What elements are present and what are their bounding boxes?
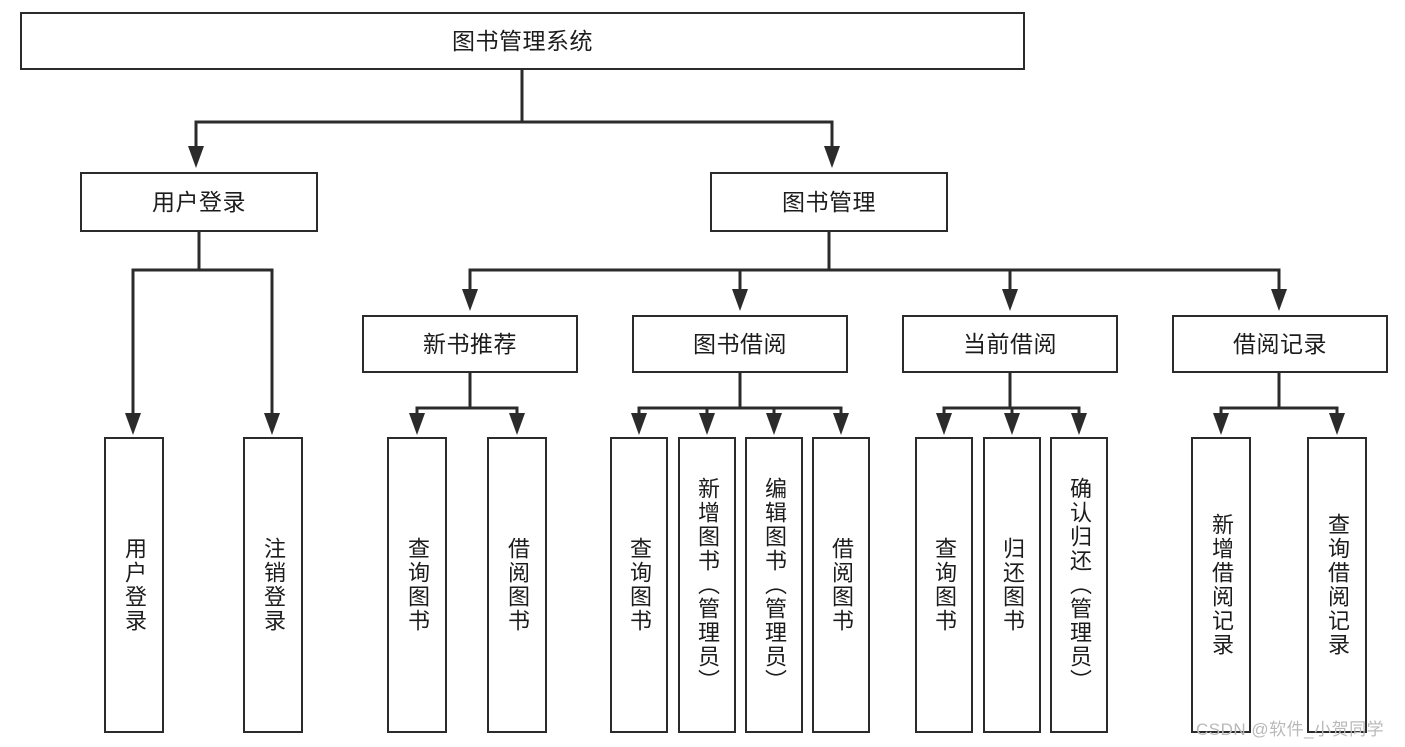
node-leaf-add-record[interactable]: 新增借阅记录 [1191, 437, 1251, 733]
arrowhead-icon [1002, 289, 1018, 311]
node-new-book-recommend[interactable]: 新书推荐 [362, 315, 578, 373]
node-label: 新增借阅记录 [1209, 513, 1234, 657]
node-label: 图书管理系统 [452, 27, 593, 54]
node-label: 新书推荐 [423, 330, 517, 357]
arrowhead-icon [1213, 413, 1229, 435]
arrowhead-icon [509, 413, 525, 435]
node-label: 归还图书 [1000, 537, 1025, 633]
arrowhead-icon [1004, 413, 1020, 435]
arrowhead-icon [1071, 413, 1087, 435]
arrowhead-icon [462, 289, 478, 311]
node-label: 查询图书 [932, 537, 957, 633]
arrowhead-icon [125, 413, 141, 435]
node-label: 查询借阅记录 [1325, 513, 1350, 657]
node-leaf-borrow-book[interactable]: 借阅图书 [812, 437, 870, 733]
node-leaf-logout[interactable]: 注销登录 [243, 437, 303, 733]
node-leaf-edit-book[interactable]: 编辑图书（管理员） [745, 437, 803, 733]
node-label: 用户登录 [152, 188, 246, 215]
node-label: 查询图书 [627, 537, 652, 633]
node-book-borrow[interactable]: 图书借阅 [632, 315, 848, 373]
arrowhead-icon [824, 146, 840, 168]
node-label: 用户登录 [122, 537, 147, 633]
arrowhead-icon [732, 289, 748, 311]
node-label: 图书管理 [782, 188, 876, 215]
arrowhead-icon [1329, 413, 1345, 435]
arrowhead-icon [936, 413, 952, 435]
node-label: 编辑图书（管理员） [762, 477, 787, 693]
node-label: 注销登录 [261, 537, 286, 633]
node-leaf-return-book[interactable]: 归还图书 [983, 437, 1041, 733]
node-root[interactable]: 图书管理系统 [20, 12, 1025, 70]
node-label: 图书借阅 [693, 330, 787, 357]
arrowhead-icon [766, 413, 782, 435]
node-current-borrow[interactable]: 当前借阅 [902, 315, 1118, 373]
node-leaf-query-book-current[interactable]: 查询图书 [915, 437, 973, 733]
node-label: 当前借阅 [963, 330, 1057, 357]
arrowhead-icon [1271, 289, 1287, 311]
node-leaf-add-book[interactable]: 新增图书（管理员） [678, 437, 736, 733]
arrowhead-icon [699, 413, 715, 435]
node-leaf-query-book-rec[interactable]: 查询图书 [387, 437, 447, 733]
node-book-management[interactable]: 图书管理 [710, 172, 948, 232]
arrowhead-icon [188, 146, 204, 168]
node-user-login[interactable]: 用户登录 [80, 172, 318, 232]
arrowhead-icon [409, 413, 425, 435]
node-leaf-query-record[interactable]: 查询借阅记录 [1307, 437, 1367, 733]
node-label: 新增图书（管理员） [695, 477, 720, 693]
node-label: 借阅图书 [505, 537, 530, 633]
arrowhead-icon [631, 413, 647, 435]
node-label: 借阅图书 [829, 537, 854, 633]
node-label: 借阅记录 [1233, 330, 1327, 357]
node-borrow-record[interactable]: 借阅记录 [1172, 315, 1388, 373]
node-leaf-user-login[interactable]: 用户登录 [104, 437, 164, 733]
arrowhead-icon [264, 413, 280, 435]
csdn-watermark: CSDN @软件_小贺同学 [1196, 720, 1385, 739]
node-leaf-confirm-return[interactable]: 确认归还（管理员） [1050, 437, 1108, 733]
arrowhead-icon [833, 413, 849, 435]
node-label: 确认归还（管理员） [1067, 477, 1092, 693]
node-leaf-query-book-borrow[interactable]: 查询图书 [610, 437, 668, 733]
node-leaf-borrow-book-rec[interactable]: 借阅图书 [487, 437, 547, 733]
node-label: 查询图书 [405, 537, 430, 633]
